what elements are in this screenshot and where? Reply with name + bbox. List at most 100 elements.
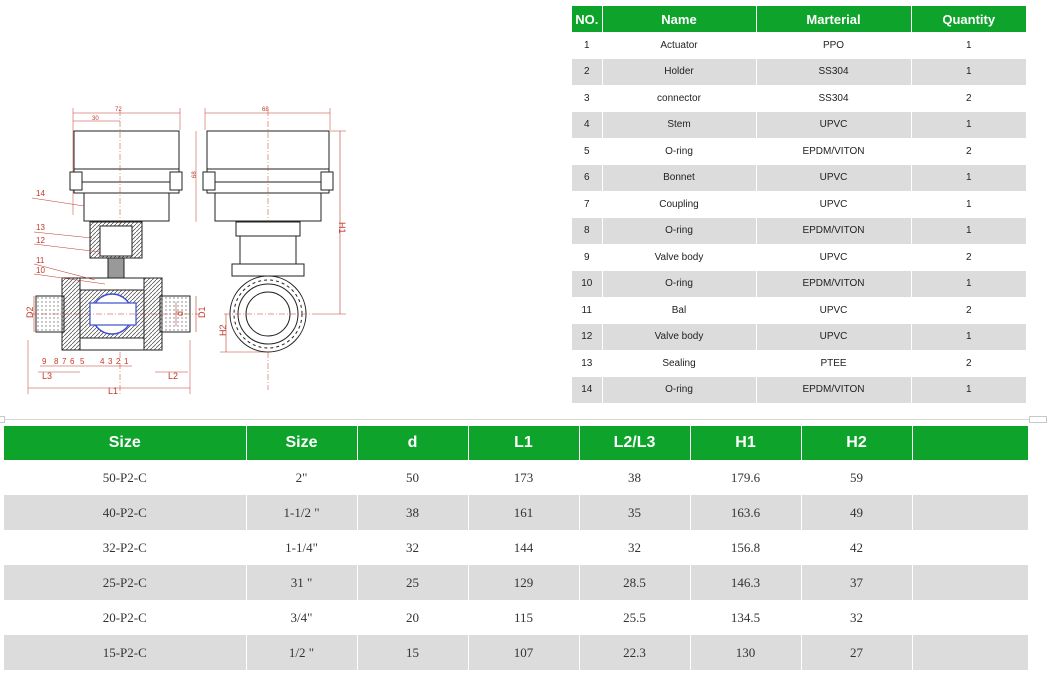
part-name-cell: Coupling [602, 191, 757, 218]
part-material-cell: PTEE [756, 350, 912, 377]
size-H2-cell: 49 [801, 495, 913, 530]
part-no-cell: 11 [572, 297, 603, 324]
size-L1-cell: 115 [468, 600, 580, 635]
part-material-cell: UPVC [756, 244, 912, 271]
part-name-cell: Actuator [602, 32, 757, 59]
part-no-cell: 14 [572, 376, 603, 403]
side-view [195, 108, 346, 390]
part-no-cell: 7 [572, 191, 603, 218]
callout-6: 6 [70, 357, 75, 366]
part-quantity-cell: 2 [911, 350, 1026, 377]
part-quantity-cell: 1 [911, 32, 1026, 59]
parts-header-name: Name [602, 6, 757, 32]
size-L2-L3-cell: 28.5 [579, 565, 691, 600]
size-L2-L3-cell: 32 [579, 530, 691, 565]
dim-sub-width-left: 30 [92, 116, 99, 122]
part-material-cell: EPDM/VITON [756, 270, 912, 297]
parts-header-material: Marterial [756, 6, 912, 32]
part-name-cell: O-ring [602, 217, 757, 244]
size-header-blank [912, 426, 1028, 460]
size-blank-cell [912, 635, 1028, 670]
size-model-cell: 20-P2-C [4, 600, 247, 635]
part-material-cell: UPVC [756, 297, 912, 324]
part-quantity-cell: 2 [911, 85, 1026, 112]
callout-7: 7 [62, 357, 67, 366]
dim-L1: L1 [108, 386, 118, 396]
part-quantity-cell: 1 [911, 164, 1026, 191]
size-d-cell: 38 [357, 495, 469, 530]
size-table-header: Size Size d L1 L2/L3 H1 H2 [4, 426, 1028, 460]
size-inch-cell: 1/2 " [246, 635, 358, 670]
front-view [27, 108, 200, 395]
size-inch-cell: 31 " [246, 565, 358, 600]
callout-3: 3 [108, 357, 113, 366]
size-L1-cell: 173 [468, 460, 580, 495]
part-name-cell: Valve body [602, 244, 757, 271]
part-material-cell: EPDM/VITON [756, 376, 912, 403]
part-name-cell: O-ring [602, 376, 757, 403]
part-name-cell: Bal [602, 297, 757, 324]
size-header-H2: H2 [801, 426, 913, 460]
callout-1: 1 [124, 357, 129, 366]
dim-D1: D1 [197, 306, 207, 318]
part-name-cell: Holder [602, 58, 757, 85]
size-L2-L3-cell: 22.3 [579, 635, 691, 670]
size-header-size-inch: Size [246, 426, 358, 460]
dim-L3: L3 [42, 371, 52, 381]
part-no-cell: 10 [572, 270, 603, 297]
part-no-cell: 12 [572, 323, 603, 350]
parts-header-quantity: Quantity [911, 6, 1026, 32]
part-no-cell: 8 [572, 217, 603, 244]
part-quantity-cell: 1 [911, 270, 1026, 297]
size-H2-cell: 59 [801, 460, 913, 495]
part-quantity-cell: 1 [911, 111, 1026, 138]
part-quantity-cell: 2 [911, 297, 1026, 324]
parts-header-no: NO. [572, 6, 603, 32]
size-inch-cell: 2" [246, 460, 358, 495]
part-quantity-cell: 2 [911, 244, 1026, 271]
size-d-cell: 20 [357, 600, 469, 635]
size-L2-L3-cell: 38 [579, 460, 691, 495]
dim-L2: L2 [168, 371, 178, 381]
callout-13: 13 [36, 223, 45, 232]
part-material-cell: UPVC [756, 323, 912, 350]
size-blank-cell [912, 600, 1028, 635]
part-material-cell: SS304 [756, 85, 912, 112]
part-name-cell: Bonnet [602, 164, 757, 191]
side-view-labels: 68 68 H1 H2 [192, 107, 347, 336]
size-model-cell: 40-P2-C [4, 495, 247, 530]
part-material-cell: EPDM/VITON [756, 217, 912, 244]
size-model-cell: 25-P2-C [4, 565, 247, 600]
callout-11: 11 [36, 256, 45, 265]
part-material-cell: EPDM/VITON [756, 138, 912, 165]
part-no-cell: 5 [572, 138, 603, 165]
part-material-cell: UPVC [756, 164, 912, 191]
part-no-cell: 3 [572, 85, 603, 112]
size-L1-cell: 107 [468, 635, 580, 670]
part-no-cell: 4 [572, 111, 603, 138]
part-quantity-cell: 1 [911, 323, 1026, 350]
part-no-cell: 13 [572, 350, 603, 377]
callout-2: 2 [116, 357, 121, 366]
size-d-cell: 50 [357, 460, 469, 495]
technical-drawing: 72 30 14 13 12 11 10 9 8 7 6 5 4 3 2 1 L… [0, 0, 560, 415]
size-H1-cell: 146.3 [690, 565, 802, 600]
size-H2-cell: 42 [801, 530, 913, 565]
callout-4: 4 [100, 357, 105, 366]
part-quantity-cell: 1 [911, 191, 1026, 218]
part-name-cell: Stem [602, 111, 757, 138]
part-quantity-cell: 1 [911, 376, 1026, 403]
